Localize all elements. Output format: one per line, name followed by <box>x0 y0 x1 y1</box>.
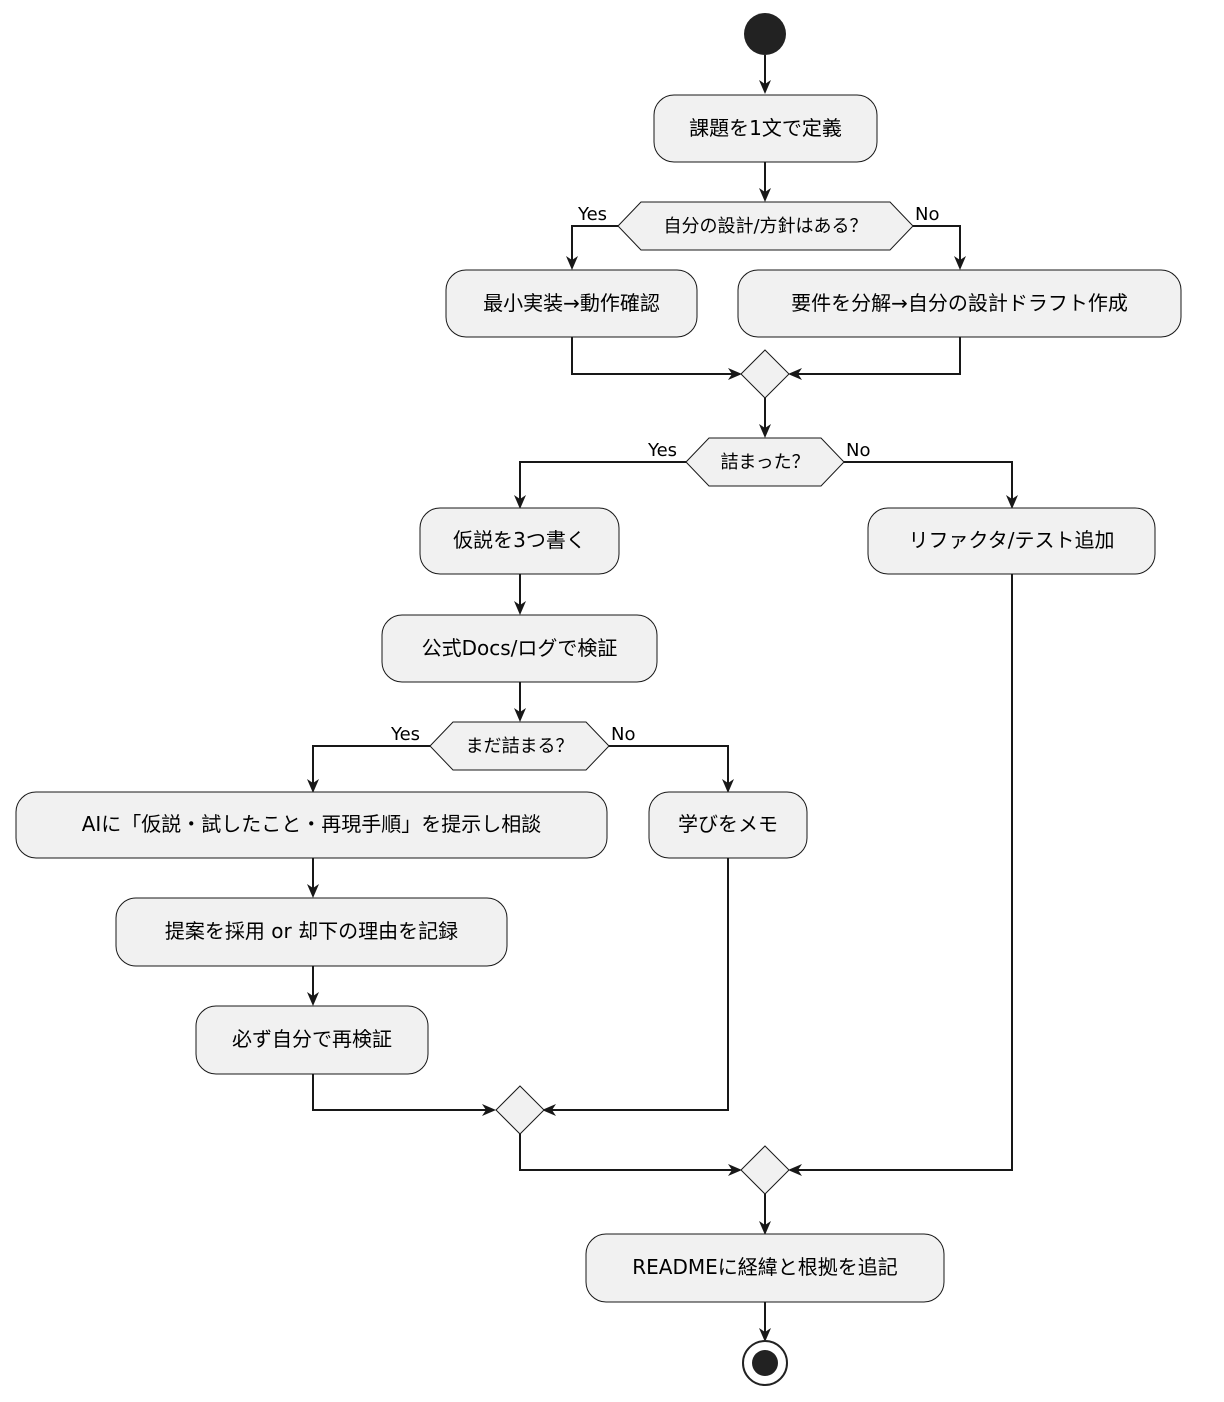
action-hypotheses-text: 仮説を3つ書く <box>453 528 586 552</box>
action-reverify: 必ず自分で再検証 <box>195 1005 429 1075</box>
action-define-problem: 課題を1文で定義 <box>653 94 878 163</box>
arrowhead <box>954 256 966 270</box>
arrowhead <box>788 368 802 380</box>
action-hypotheses: 仮説を3つ書く <box>419 507 620 575</box>
edge-cond3-yes <box>312 745 430 787</box>
condition-stuck: 詰まった？ <box>685 437 845 487</box>
condition-stuck-text: 詰まった？ <box>720 452 809 473</box>
action-min-impl-text: 最小実装→動作確認 <box>483 291 660 315</box>
merge-diamond-2 <box>495 1085 545 1135</box>
edge-cond2-no <box>844 461 1013 503</box>
action-reverify-text: 必ず自分で再検証 <box>232 1027 392 1051</box>
edge-memo-merge2 <box>548 858 729 1111</box>
action-define-problem-text: 課題を1文で定義 <box>689 116 842 140</box>
action-min-impl: 最小実装→動作確認 <box>445 269 698 338</box>
arrowheads <box>307 80 1018 1342</box>
arrowhead <box>307 992 319 1006</box>
arrowhead <box>514 495 526 509</box>
edge-reverify-merge2 <box>312 1074 490 1111</box>
edge-merge2-merge3 <box>519 1134 736 1171</box>
edge-cond1-yes <box>571 225 618 264</box>
arrowhead <box>566 256 578 270</box>
branch-yes-label: Yes <box>390 724 420 745</box>
arrowhead <box>482 1104 496 1116</box>
merge-diamond-1 <box>740 349 790 399</box>
arrowhead <box>1006 495 1018 509</box>
condition-still-stuck: まだ詰まる？ <box>429 721 610 771</box>
branch-yes-label: Yes <box>647 440 677 461</box>
connectors <box>312 55 1013 1336</box>
action-memo-text: 学びをメモ <box>678 812 778 836</box>
arrowhead <box>514 708 526 722</box>
edge-cond3-no <box>609 745 729 787</box>
arrowhead <box>759 188 771 202</box>
action-refactor-text: リファクタ/テスト追加 <box>909 528 1115 552</box>
action-record-decision: 提案を採用 or 却下の理由を記録 <box>115 897 508 967</box>
action-verify-docs-text: 公式Docs/ログで検証 <box>422 636 618 660</box>
arrowhead <box>307 779 319 793</box>
arrowhead <box>759 1221 771 1235</box>
condition-has-design-text: 自分の設計/方針はある？ <box>663 216 867 237</box>
condition-has-design: 自分の設計/方針はある？ <box>617 201 914 251</box>
action-decompose: 要件を分解→自分の設計ドラフト作成 <box>737 269 1182 338</box>
action-verify-docs: 公式Docs/ログで検証 <box>381 614 658 683</box>
branch-no-label: No <box>846 440 870 461</box>
merge-diamond-3 <box>740 1145 790 1195</box>
arrowhead <box>542 1104 556 1116</box>
start-node <box>744 13 786 55</box>
edge-cond1-no <box>913 225 961 264</box>
arrowhead <box>514 601 526 615</box>
edge-refactor-merge3 <box>794 574 1013 1171</box>
action-readme: READMEに経緯と根拠を追記 <box>585 1233 945 1303</box>
arrowhead <box>728 368 742 380</box>
arrowhead <box>759 1328 771 1342</box>
action-ask-ai-text: AIに「仮説・試したこと・再現手順」を提示し相談 <box>82 812 542 836</box>
arrowhead <box>722 779 734 793</box>
action-memo: 学びをメモ <box>648 791 808 859</box>
branch-yes-label: Yes <box>577 204 607 225</box>
edge-minimpl-merge <box>571 337 736 375</box>
arrowhead <box>728 1164 742 1176</box>
branch-no-label: No <box>915 204 939 225</box>
branch-no-label: No <box>611 724 635 745</box>
edge-decompose-merge <box>794 337 961 375</box>
edge-cond2-yes <box>519 461 686 503</box>
action-record-decision-text: 提案を採用 or 却下の理由を記録 <box>165 919 458 943</box>
action-refactor: リファクタ/テスト追加 <box>867 507 1156 575</box>
arrowhead <box>788 1164 802 1176</box>
action-decompose-text: 要件を分解→自分の設計ドラフト作成 <box>791 291 1128 315</box>
action-ask-ai: AIに「仮説・試したこと・再現手順」を提示し相談 <box>15 791 608 859</box>
end-node <box>742 1340 788 1386</box>
arrowhead <box>307 884 319 898</box>
arrowhead <box>759 80 771 94</box>
arrowhead <box>759 424 771 438</box>
action-readme-text: READMEに経緯と根拠を追記 <box>632 1255 898 1279</box>
condition-still-stuck-text: まだ詰まる？ <box>466 736 574 757</box>
